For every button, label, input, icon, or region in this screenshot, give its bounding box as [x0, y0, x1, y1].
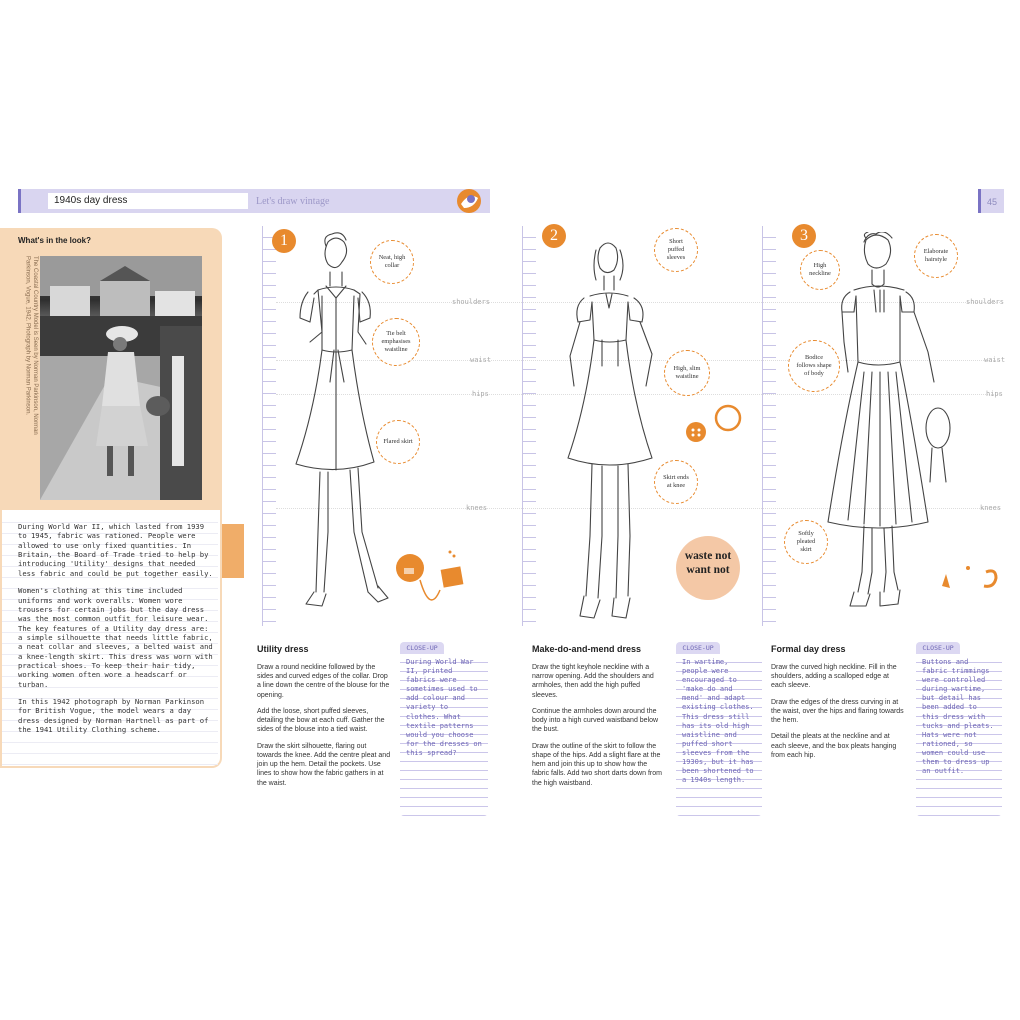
- formal-dress-steps: Draw the curved high neckline. Fill in t…: [771, 663, 905, 767]
- closeup-text-3: Buttons and fabric trimmings were contro…: [922, 658, 994, 776]
- figure-3-number: 3: [792, 224, 816, 248]
- sewing-notions-icon: [396, 550, 464, 601]
- photo-caption: The Coastal Country Model is Seen by Nor…: [24, 256, 39, 435]
- formal-step-3: Detail the pleats at the neckline and at…: [771, 733, 897, 759]
- make-do-dress-steps: Draw the tight keyhole neckline with a n…: [532, 663, 666, 795]
- utility-dress-title: Utility dress: [257, 644, 309, 654]
- mark-knees-2: knees: [980, 504, 1002, 512]
- make-do-step-1: Draw the tight keyhole neckline with a n…: [532, 664, 654, 699]
- vintage-photograph: [40, 256, 202, 500]
- waste-not-line-2: want not: [686, 564, 730, 576]
- formal-step-1: Draw the curved high neckline. Fill in t…: [771, 664, 897, 690]
- look-paragraph-1: During World War II, which lasted from 1…: [18, 522, 213, 578]
- closeup-box-2: In wartime, people were encouraged to 'm…: [676, 654, 762, 816]
- closeup-tab-3: CLOSE-UP: [916, 642, 960, 654]
- ruler-3: [762, 226, 776, 626]
- callout-high-slim-waistline: High, slim waistline: [664, 350, 710, 396]
- waste-not-badge: waste not want not: [676, 536, 740, 600]
- page-subtitle: Let's draw vintage: [256, 196, 330, 207]
- utility-step-3: Draw the skirt silhouette, flaring out t…: [257, 742, 391, 787]
- make-do-dress-title: Make-do-and-mend dress: [532, 644, 642, 654]
- look-title: What's in the look?: [18, 236, 92, 245]
- logo-icon: [456, 188, 482, 214]
- utility-dress-steps: Draw a round neckline followed by the si…: [257, 663, 391, 795]
- closeup-text-2: In wartime, people were encouraged to 'm…: [682, 658, 754, 785]
- callout-skirt-ends-at-knee: Skirt ends at knee: [654, 460, 698, 504]
- look-paragraph-3: In this 1942 photograph by Norman Parkin…: [18, 697, 209, 735]
- ruler-1: [262, 226, 276, 626]
- buttons-icon: [686, 404, 742, 442]
- figure-2-number: 2: [542, 224, 566, 248]
- mark-shoulders-2: shoulders: [966, 298, 1004, 306]
- make-do-dress-figure: [567, 242, 653, 619]
- mark-hips-2: hips: [986, 390, 1003, 398]
- formal-dress-title: Formal day dress: [771, 644, 846, 654]
- callout-high-neckline: High neckline: [800, 250, 840, 290]
- look-paragraph-2: Women's clothing at this time included u…: [18, 586, 213, 689]
- ruler-2: [522, 226, 536, 626]
- closeup-text-1: During World War II, printed fabrics wer…: [406, 658, 482, 757]
- make-do-step-3: Draw the outline of the skirt to follow …: [532, 742, 662, 787]
- waste-not-line-1: waste not: [684, 550, 732, 562]
- right-page-number: 45: [987, 197, 998, 207]
- utility-step-1: Draw a round neckline followed by the si…: [257, 664, 390, 699]
- orange-decorations-icon: [942, 566, 998, 588]
- guide-line-knees: [276, 508, 1000, 509]
- closeup-box-1: During World War II, printed fabrics wer…: [400, 654, 488, 816]
- callout-bodice-follows-shape: Bodice follows shape of body: [788, 340, 840, 392]
- mark-knees-1: knees: [466, 504, 488, 512]
- make-do-step-2: Continue the armholes down around the bo…: [532, 707, 659, 734]
- closeup-box-3: Buttons and fabric trimmings were contro…: [916, 654, 1002, 816]
- mark-waist-1: waist: [470, 356, 492, 364]
- guide-line-shoulders: [276, 302, 1000, 303]
- look-body-text: During World War II, which lasted from 1…: [18, 522, 214, 743]
- utility-step-2: Add the loose, short puffed sleeves, det…: [257, 707, 385, 734]
- figure-1-number: 1: [272, 229, 296, 253]
- guide-line-hips: [276, 394, 1000, 395]
- callout-softly-pleated-skirt: Softly pleated skirt: [784, 520, 828, 564]
- closeup-tab-1: CLOSE-UP: [400, 642, 444, 654]
- callout-neat-high-collar: Neat, high collar: [370, 240, 414, 284]
- callout-elaborate-hairstyle: Elaborate hairstyle: [914, 234, 958, 278]
- callout-tie-belt: Tie belt emphasises waistline: [372, 318, 420, 366]
- closeup-tab-2: CLOSE-UP: [676, 642, 720, 654]
- header-bar-right: [978, 189, 1004, 213]
- mark-shoulders-1: shoulders: [452, 298, 490, 306]
- callout-flared-skirt: Flared skirt: [376, 420, 420, 464]
- ruled-lines: [2, 512, 218, 766]
- mark-hips-1: hips: [472, 390, 489, 398]
- utility-dress-figure: [295, 232, 389, 607]
- formal-step-2: Draw the edges of the dress curving in a…: [771, 698, 904, 725]
- callout-short-puffed-sleeves: Short puffed sleeves: [654, 228, 698, 272]
- guide-line-waist: [276, 360, 1000, 361]
- mark-waist-2: waist: [984, 356, 1006, 364]
- formal-dress-figure: [827, 232, 951, 607]
- orange-tab: [222, 524, 244, 578]
- page-title: 1940s day dress: [48, 193, 248, 209]
